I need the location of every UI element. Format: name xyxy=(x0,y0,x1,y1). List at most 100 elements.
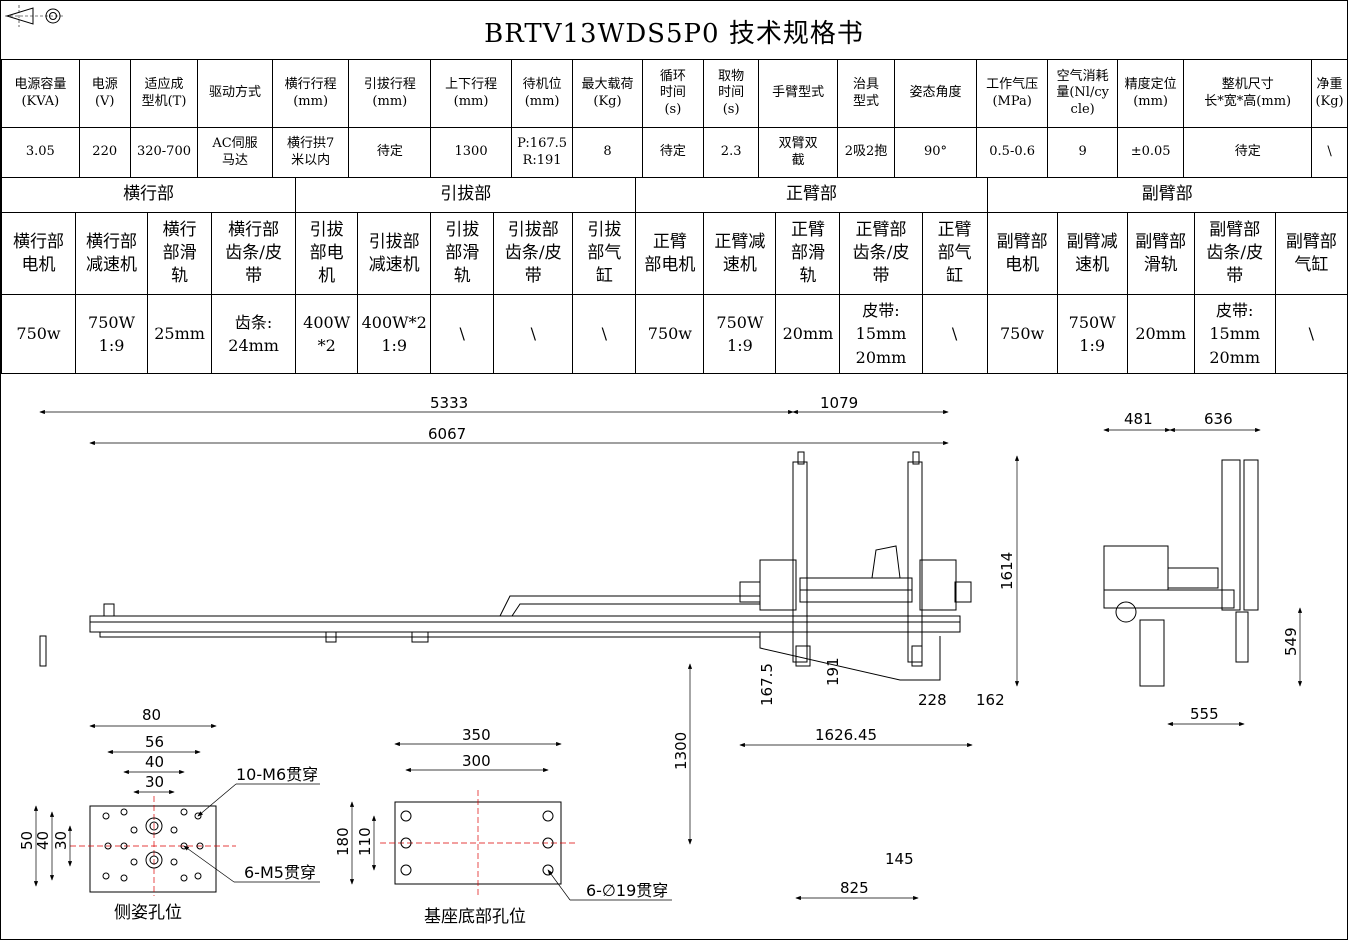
component-value-15: 750W 1:9 xyxy=(1056,294,1128,374)
component-header-7: 引拔部 齿条/皮 带 xyxy=(493,212,574,295)
front-view-drawing xyxy=(39,451,972,681)
component-value-5: 400W*2 1:9 xyxy=(357,294,432,374)
dim-145: 145 xyxy=(885,850,914,868)
dim-6067: 6067 xyxy=(428,425,466,443)
base-w300: 300 xyxy=(462,752,491,770)
base-h110: 110 xyxy=(356,827,374,856)
component-header-6: 引拔 部滑 轨 xyxy=(430,212,495,295)
component-value-3: 齿条: 24mm xyxy=(211,294,297,374)
side-w80: 80 xyxy=(142,706,161,724)
component-value-18: \ xyxy=(1274,294,1348,374)
spec-header-13: 姿态角度 xyxy=(894,59,977,128)
base-note-19: 6-∅19贯穿 xyxy=(586,881,668,900)
component-value-2: 25mm xyxy=(147,294,213,374)
side-plate-drawing: 80 56 40 30 50 40 30 10-M6贯穿 6-M5贯穿 侧姿孔位 xyxy=(18,706,320,923)
title-row: BRTV13WDS5P0 技术规格书 xyxy=(1,1,1347,60)
spec-value-13: 90° xyxy=(894,127,977,178)
spec-header-9: 循环 时间 (s) xyxy=(641,59,705,128)
side-w30: 30 xyxy=(145,773,164,791)
spec-header-2: 适应成 型机(T) xyxy=(129,59,199,128)
side-plate-title: 侧姿孔位 xyxy=(114,903,182,923)
component-header-4: 引拔 部电 机 xyxy=(295,212,359,295)
dim-825: 825 xyxy=(840,879,869,897)
spec-value-5: 待定 xyxy=(348,127,432,178)
spec-table: 电源容量 (KVA)电源 (V)适应成 型机(T)驱动方式横行行程 (mm)引拔… xyxy=(1,59,1348,178)
component-header-5: 引拔部 减速机 xyxy=(357,212,432,295)
section-main-arm: 正臂部 xyxy=(635,177,988,213)
base-plate-drawing: 350 300 180 110 6-∅19贯穿 基座底部孔位 xyxy=(334,726,672,927)
component-value-17: 皮带: 15mm 20mm xyxy=(1193,294,1276,374)
component-header-15: 副臂减 速机 xyxy=(1056,212,1128,295)
dim-5333: 5333 xyxy=(430,394,468,412)
side-view-drawing xyxy=(1103,459,1259,687)
component-value-12: 皮带: 15mm 20mm xyxy=(839,294,923,374)
dim-167-5: 167.5 xyxy=(758,663,776,706)
spec-header-6: 上下行程 (mm) xyxy=(430,59,512,128)
base-plate-title: 基座底部孔位 xyxy=(424,907,526,927)
spec-value-6: 1300 xyxy=(430,127,512,178)
component-value-16: 20mm xyxy=(1126,294,1195,374)
component-header-11: 正臂 部滑 轨 xyxy=(775,212,841,295)
side-w40: 40 xyxy=(145,753,164,771)
dim-481: 481 xyxy=(1124,410,1153,428)
page-title: BRTV13WDS5P0 技术规格书 xyxy=(484,19,864,49)
dim-162: 162 xyxy=(976,691,1005,709)
side-h30: 30 xyxy=(52,831,70,850)
component-value-1: 750W 1:9 xyxy=(75,294,149,374)
component-value-4: 400W *2 xyxy=(295,294,359,374)
spec-header-row: 电源容量 (KVA)电源 (V)适应成 型机(T)驱动方式横行行程 (mm)引拔… xyxy=(1,59,1348,128)
spec-header-1: 电源 (V) xyxy=(78,59,131,128)
component-header-8: 引拔 部气 缸 xyxy=(572,212,637,295)
component-value-8: \ xyxy=(572,294,637,374)
dimension-lines xyxy=(39,409,1303,901)
spec-header-14: 工作气压 (MPa) xyxy=(975,59,1049,128)
component-header-16: 副臂部 滑轨 xyxy=(1126,212,1195,295)
dim-1626-45: 1626.45 xyxy=(815,726,877,744)
spec-header-16: 精度定位 (mm) xyxy=(1116,59,1185,128)
component-header-17: 副臂部 齿条/皮 带 xyxy=(1193,212,1276,295)
dim-1079: 1079 xyxy=(820,394,858,412)
spec-value-15: 9 xyxy=(1047,127,1118,178)
dim-1300: 1300 xyxy=(672,732,690,770)
component-table: 横行部 引拔部 正臂部 副臂部 横行部 电机横行部 减速机横行 部滑 轨横行部 … xyxy=(0,177,1348,374)
component-value-14: 750w xyxy=(986,294,1058,374)
component-value-10: 750W 1:9 xyxy=(703,294,777,374)
spec-header-5: 引拔行程 (mm) xyxy=(348,59,432,128)
spec-value-0: 3.05 xyxy=(1,127,80,178)
side-h50: 50 xyxy=(18,831,36,850)
component-value-6: \ xyxy=(430,294,495,374)
spec-header-15: 空气消耗 量(Nl/cy cle) xyxy=(1047,59,1118,128)
side-w56: 56 xyxy=(145,733,164,751)
spec-value-4: 横行拱7 米以内 xyxy=(271,127,350,178)
spec-header-11: 手臂型式 xyxy=(758,59,838,128)
component-value-9: 750w xyxy=(635,294,705,374)
dim-549: 549 xyxy=(1282,627,1300,656)
component-header-12: 正臂部 齿条/皮 带 xyxy=(839,212,923,295)
section-crosswise: 引拔部 xyxy=(295,177,637,213)
component-header-3: 横行部 齿条/皮 带 xyxy=(211,212,297,295)
spec-header-12: 治具 型式 xyxy=(836,59,896,128)
side-h40: 40 xyxy=(34,831,52,850)
base-w350: 350 xyxy=(462,726,491,744)
spec-value-7: P:167.5 R:191 xyxy=(510,127,574,178)
side-note-m6: 10-M6贯穿 xyxy=(236,765,318,784)
component-header-13: 正臂 部气 缸 xyxy=(921,212,988,295)
component-header-row: 横行部 电机横行部 减速机横行 部滑 轨横行部 齿条/皮 带引拔 部电 机引拔部… xyxy=(0,212,1348,295)
dim-636: 636 xyxy=(1204,410,1233,428)
spec-value-9: 待定 xyxy=(641,127,705,178)
side-note-m5: 6-M5贯穿 xyxy=(244,863,316,882)
component-header-14: 副臂部 电机 xyxy=(986,212,1058,295)
spec-header-10: 取物 时间 (s) xyxy=(703,59,760,128)
spec-value-12: 2吸2抱 xyxy=(836,127,896,178)
dim-228: 228 xyxy=(918,691,947,709)
base-h180: 180 xyxy=(334,827,352,856)
component-value-0: 750w xyxy=(0,294,77,374)
component-value-13: \ xyxy=(921,294,988,374)
component-header-9: 正臂 部电机 xyxy=(635,212,705,295)
dim-555: 555 xyxy=(1190,705,1219,723)
dim-1614: 1614 xyxy=(998,552,1016,590)
dim-191: 191 xyxy=(824,657,842,686)
spec-header-4: 横行行程 (mm) xyxy=(271,59,350,128)
